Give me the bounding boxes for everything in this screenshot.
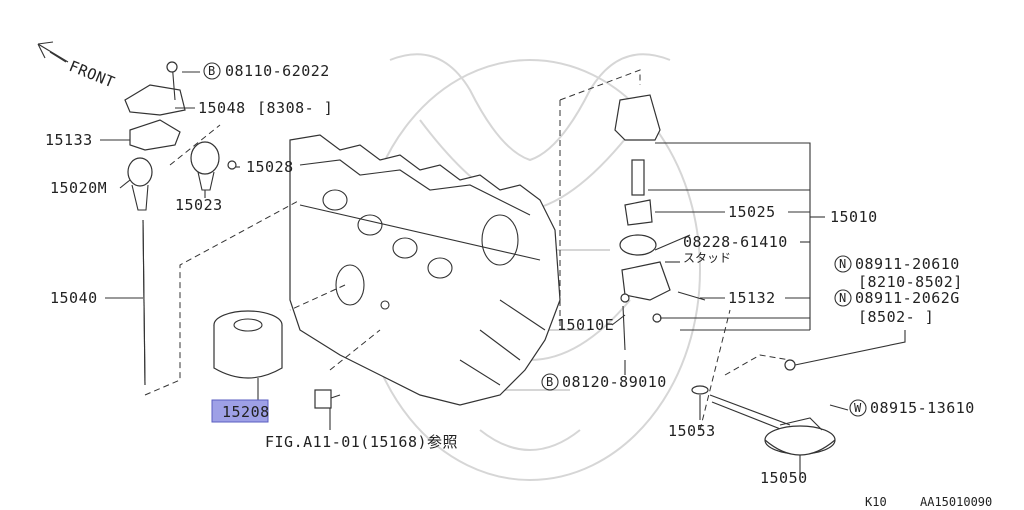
front-arrow: FRONT xyxy=(37,41,118,92)
bolt-symbol-b1-letter: B xyxy=(208,64,215,78)
oil-pressure-switch xyxy=(314,389,341,409)
label-08911-20610-range: [8210-8502] xyxy=(858,273,963,291)
footer-ref: AA15010090 xyxy=(920,495,992,509)
label-15025[interactable]: 15025 xyxy=(728,203,776,221)
label-08110-62022[interactable]: 08110-62022 xyxy=(225,62,330,80)
label-15050[interactable]: 15050 xyxy=(760,469,808,487)
oil-strainer xyxy=(691,359,836,456)
label-15020m[interactable]: 15020M xyxy=(50,179,107,197)
pump-gear xyxy=(190,141,237,191)
front-label: FRONT xyxy=(67,57,118,92)
label-15048[interactable]: 15048 xyxy=(198,99,246,117)
label-15023[interactable]: 15023 xyxy=(175,196,223,214)
engine-block xyxy=(289,134,561,406)
leader-lines xyxy=(100,71,906,475)
part-labels: 15133 15020M 15040 15048 [8308- ] 15028 … xyxy=(45,62,975,487)
label-15048-range: [8308- ] xyxy=(257,99,333,117)
label-08911-2062g[interactable]: 08911-2062G xyxy=(855,289,960,307)
label-08228[interactable]: 08228-61410 xyxy=(683,233,788,251)
label-fig-ref[interactable]: FIG.A11-01(15168)参照 xyxy=(265,433,458,451)
washer-symbol-w xyxy=(849,399,867,417)
label-15040[interactable]: 15040 xyxy=(50,289,98,307)
dashed-leaders xyxy=(144,69,791,431)
label-15028[interactable]: 15028 xyxy=(246,158,294,176)
label-15010e[interactable]: 15010E xyxy=(557,316,614,334)
nut-symbol-n1-letter: N xyxy=(839,257,846,271)
label-15208[interactable]: 15208 xyxy=(222,403,270,421)
label-15132[interactable]: 15132 xyxy=(728,289,776,307)
label-15053[interactable]: 15053 xyxy=(668,422,716,440)
nut-symbol-n1 xyxy=(834,255,852,273)
bolt-symbol-b2 xyxy=(541,373,559,391)
oil-pump-parts xyxy=(614,94,706,351)
oil-filter xyxy=(213,310,283,405)
label-15133[interactable]: 15133 xyxy=(45,131,93,149)
bolt-symbol-b2-letter: B xyxy=(546,375,553,389)
label-08915-13610[interactable]: 08915-13610 xyxy=(870,399,975,417)
label-08911-2062g-range: [8502- ] xyxy=(858,308,934,326)
footer: K10 AA15010090 xyxy=(865,495,992,509)
highlight-15208[interactable] xyxy=(211,399,269,423)
nut-symbol-n2-letter: N xyxy=(839,291,846,305)
nut-symbol-n2 xyxy=(834,289,852,307)
label-15010[interactable]: 15010 xyxy=(830,208,878,226)
footer-code: K10 xyxy=(865,495,887,509)
bolt-symbol-b1 xyxy=(203,62,221,80)
label-08911-20610[interactable]: 08911-20610 xyxy=(855,255,960,273)
bracket-parts xyxy=(124,61,186,151)
washer-symbol-w-letter: W xyxy=(854,401,862,415)
label-08228-note: スタッド xyxy=(683,251,731,265)
drive-gear-and-shaft xyxy=(127,157,153,386)
label-08120-89010[interactable]: 08120-89010 xyxy=(562,373,667,391)
